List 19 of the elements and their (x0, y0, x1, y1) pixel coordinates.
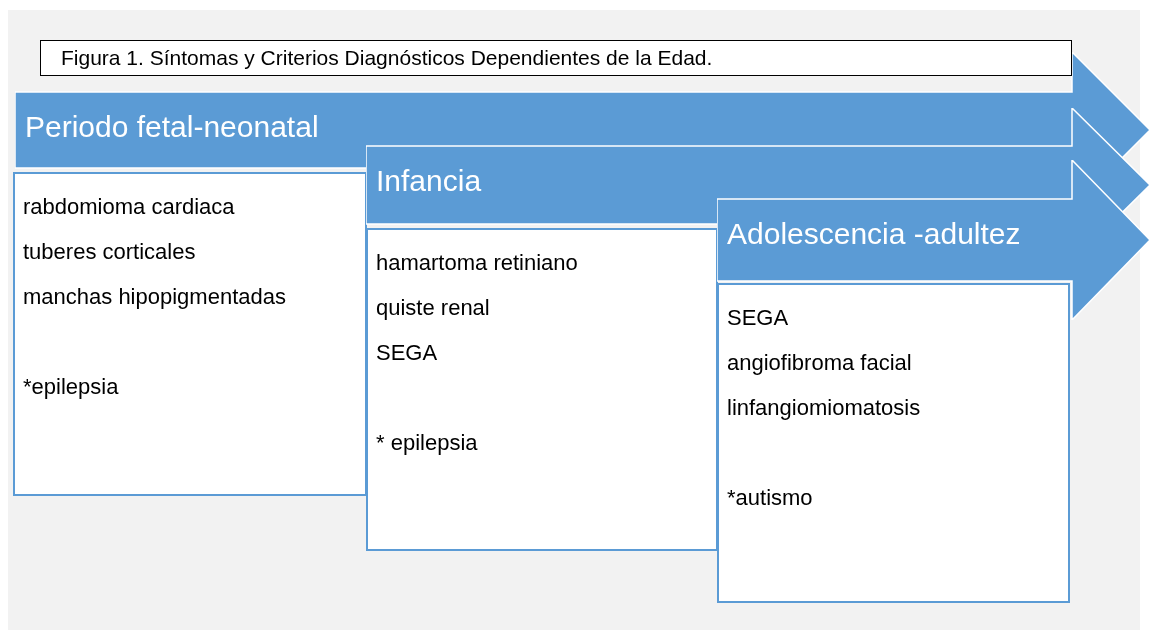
symptom-text: rabdomioma cardiaca (23, 193, 236, 221)
symptom-text: SEGA (727, 304, 790, 332)
symptom-text: *autismo (727, 484, 814, 512)
symptom-text: angiofibroma facial (727, 349, 913, 377)
figure-title: Figura 1. Síntomas y Criterios Diagnósticos Dependientes de la Edad. (40, 40, 1072, 76)
stage-label: Infancia (376, 164, 482, 198)
stage-label: Adolescencia -adultez (727, 217, 1021, 251)
symptom-box (13, 172, 367, 496)
symptom-text: tuberes corticales (23, 238, 197, 266)
symptom-box (366, 228, 718, 551)
symptom-text: * epilepsia (376, 429, 479, 457)
symptom-text: SEGA (376, 339, 439, 367)
symptom-text: linfangiomiomatosis (727, 394, 922, 422)
stage-label: Periodo fetal-neonatal (25, 110, 319, 144)
symptom-box (717, 283, 1070, 603)
symptom-text: *epilepsia (23, 373, 120, 401)
symptom-text: hamartoma retiniano (376, 249, 579, 277)
symptom-text: manchas hipopigmentadas (23, 283, 287, 311)
symptom-text: quiste renal (376, 294, 491, 322)
